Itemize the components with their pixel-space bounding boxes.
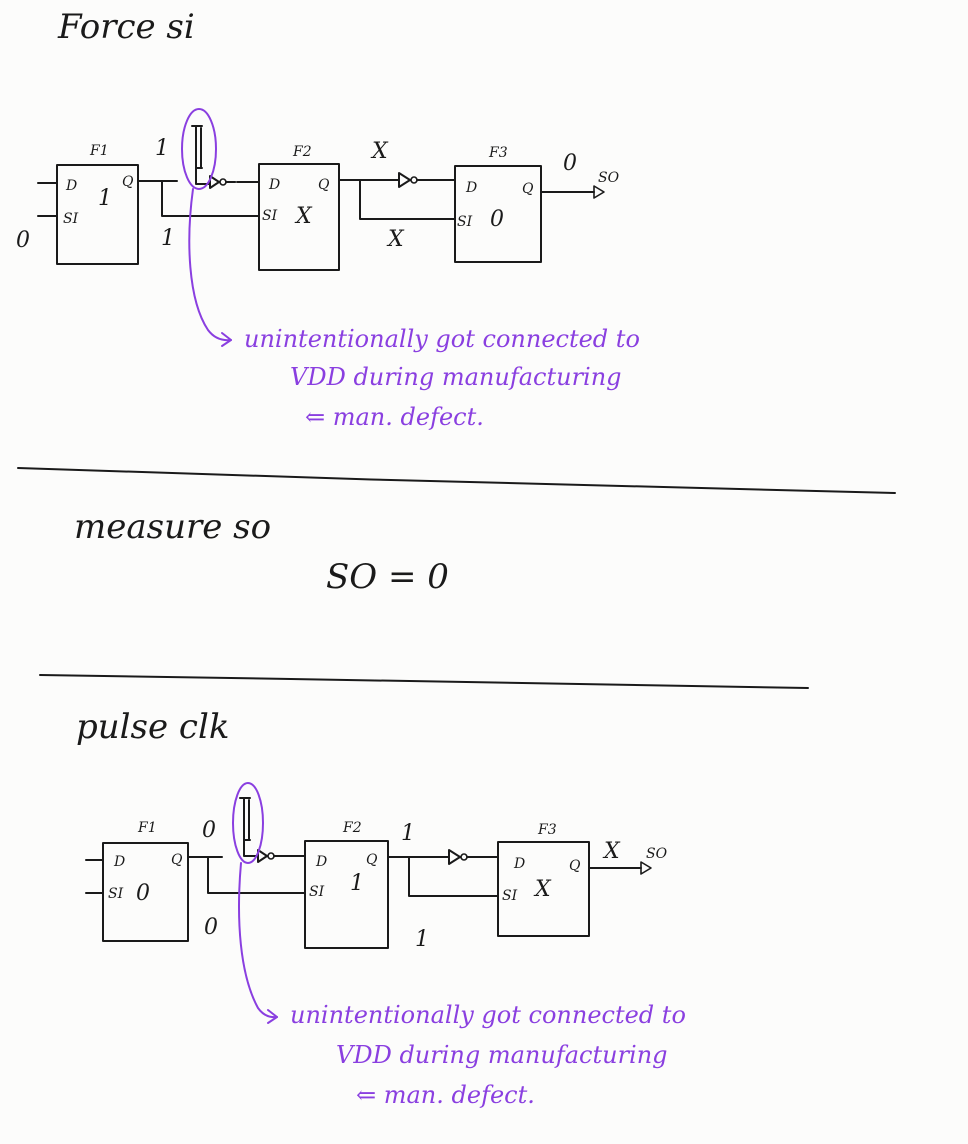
defect-bar-top <box>191 125 203 169</box>
flop-f2-bottom-name: F2 <box>342 820 362 836</box>
so-output-port-top <box>593 185 605 199</box>
f3-bottom-d-pin: D <box>513 856 525 872</box>
buffer-2-bottom <box>448 849 461 865</box>
f1-bottom-q-pin: Q <box>171 852 183 868</box>
heading-force-si: Force si <box>57 7 195 47</box>
so-equals-value: SO = 0 <box>326 557 449 597</box>
flop-f1-top <box>56 164 139 265</box>
defect-circle-top <box>181 108 217 190</box>
buffer-1-bottom <box>257 849 268 863</box>
f3-top-q-pin: Q <box>522 181 534 197</box>
divider-2 <box>39 674 809 689</box>
bottom-wire-value-f2-f3-b: 1 <box>415 927 429 952</box>
bottom-wire-value-f1-f2-a: 0 <box>202 818 216 843</box>
f2-top-d-pin: D <box>268 177 280 193</box>
f2-top-si-pin: SI <box>262 208 278 224</box>
f3-bottom-si-pin: SI <box>502 888 518 904</box>
f3-top-state: 0 <box>490 207 504 232</box>
note-top-line1: unintentionally got connected to <box>244 325 640 353</box>
f3-bottom-state: X <box>533 877 552 902</box>
f1-top-si-pin: SI <box>63 211 79 227</box>
note-bottom-line2: VDD during manufacturing <box>336 1041 668 1069</box>
flop-f2-bottom <box>304 840 389 949</box>
f2-top-state: X <box>294 204 313 229</box>
f3-bottom-q-pin: Q <box>569 858 581 874</box>
top-wire-value-f2-f3-b: X <box>386 227 405 252</box>
si-input-value: 0 <box>16 228 30 253</box>
bottom-wire-value-f2-f3-a: 1 <box>401 821 415 846</box>
f1-bottom-si-pin: SI <box>108 886 124 902</box>
f1-bottom-state: 0 <box>136 881 150 906</box>
f1-bottom-to-f2-si-wire <box>207 856 306 894</box>
defect-circle-bottom <box>232 782 264 864</box>
top-wire-value-f1-f2-a: 1 <box>155 136 169 161</box>
f2-bottom-d-pin: D <box>315 854 327 870</box>
note-bottom-line3: ⇐ man. defect. <box>356 1081 535 1109</box>
f1-top-d-pin: D <box>65 178 77 194</box>
flop-f3-bottom-name: F3 <box>537 822 557 838</box>
buffer-2-top <box>398 172 411 188</box>
note-top-line3: ⇐ man. defect. <box>305 403 484 431</box>
defect-bar-bottom <box>239 797 251 841</box>
f3-top-d-pin: D <box>465 180 477 196</box>
defect-arrow-top <box>221 332 232 347</box>
so-value-bottom: X <box>602 839 621 864</box>
flop-f2-top-name: F2 <box>292 144 312 160</box>
bottom-wire-value-f1-f2-b: 0 <box>204 915 218 940</box>
f1-top-state: 1 <box>98 186 112 211</box>
buffer-1-top <box>209 175 220 189</box>
defect-bar-bottom-lead <box>243 839 259 857</box>
so-output-port-bottom <box>640 861 652 875</box>
note-top-line2: VDD during manufacturing <box>290 363 622 391</box>
f3-top-si-pin: SI <box>457 214 473 230</box>
flop-f2-top <box>258 163 340 271</box>
f2-top-q-pin: Q <box>318 177 330 193</box>
flop-f1-bottom-name: F1 <box>137 820 157 836</box>
flop-f1-top-name: F1 <box>89 143 109 159</box>
top-wire-value-f1-f2-b: 1 <box>161 226 175 251</box>
heading-measure-so: measure so <box>74 507 271 547</box>
flop-f3-top-name: F3 <box>488 145 508 161</box>
heading-pulse-clk: pulse clk <box>76 707 229 747</box>
flop-f3-bottom <box>497 841 590 937</box>
so-value-top: 0 <box>563 151 577 176</box>
f2-bottom-si-pin: SI <box>309 884 325 900</box>
so-label-top: SO <box>598 170 620 186</box>
so-label-bottom: SO <box>646 846 668 862</box>
f2-bottom-state: 1 <box>350 871 364 896</box>
f2-bottom-to-f3-si-wire <box>408 856 499 897</box>
divider-1 <box>17 467 896 494</box>
note-bottom-line1: unintentionally got connected to <box>290 1001 686 1029</box>
f1-top-q-pin: Q <box>122 174 134 190</box>
defect-pointer-top <box>188 188 232 342</box>
f1-top-to-f2-si-wire <box>161 180 260 217</box>
flop-f3-top <box>454 165 542 263</box>
top-wire-value-f2-f3-a: X <box>370 139 389 164</box>
f2-top-to-f3-si-wire <box>359 179 456 220</box>
f2-bottom-q-pin: Q <box>366 852 378 868</box>
defect-pointer-bottom <box>238 862 278 1019</box>
defect-bar-top-lead <box>195 167 211 185</box>
defect-arrow-bottom <box>267 1009 278 1024</box>
f1-bottom-d-pin: D <box>113 854 125 870</box>
